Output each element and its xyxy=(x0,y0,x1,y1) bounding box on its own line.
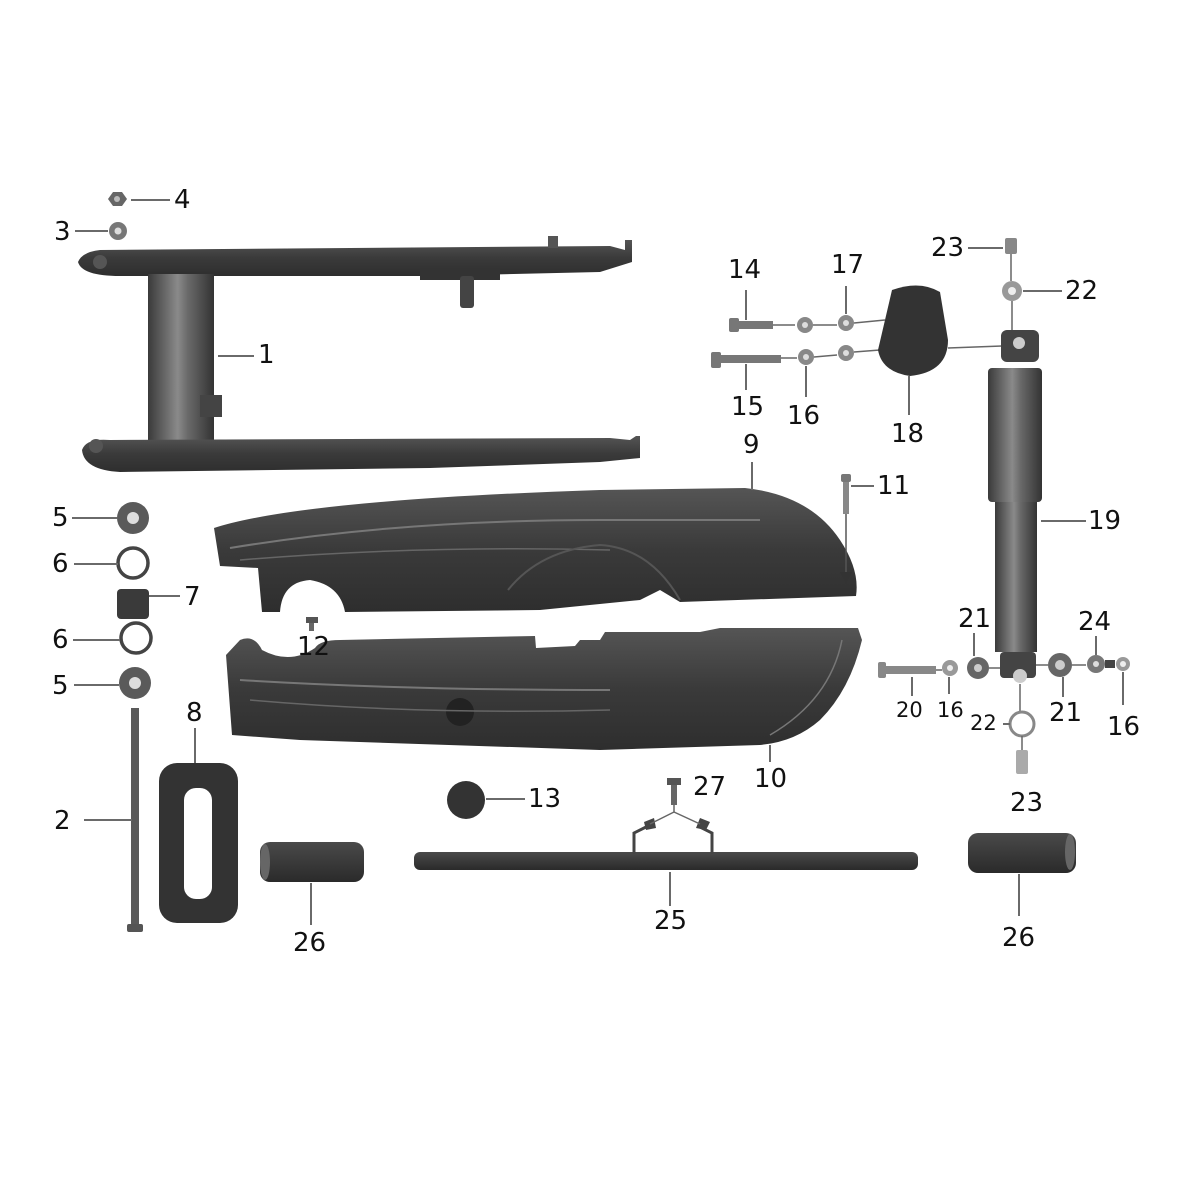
chain-guard-upper-part xyxy=(214,488,857,612)
footrest-rubber-left-part xyxy=(260,842,364,882)
washer-part xyxy=(109,222,127,240)
chain-guard-lower-part xyxy=(226,628,862,750)
callout-16-right: 16 xyxy=(1107,712,1141,742)
rubber-plug-part xyxy=(447,781,485,819)
callout-3: 3 xyxy=(54,217,71,247)
callout-17: 17 xyxy=(831,250,865,280)
screw-part xyxy=(840,474,852,584)
callout-5-upper: 5 xyxy=(52,503,69,533)
swing-arm-part xyxy=(78,236,640,472)
shock-absorber-part xyxy=(988,238,1042,774)
lower-mount-fasteners-part xyxy=(878,653,1130,679)
callout-24: 24 xyxy=(1078,607,1112,637)
footrest-bar-part xyxy=(414,811,918,870)
callout-16-mid: 16 xyxy=(937,698,964,722)
callout-5-lower: 5 xyxy=(52,671,69,701)
callout-21-right: 21 xyxy=(1049,698,1083,728)
bracket-fasteners-part xyxy=(711,285,1003,376)
callout-25: 25 xyxy=(654,906,688,936)
callout-20: 20 xyxy=(896,698,923,722)
callout-23-bottom: 23 xyxy=(1010,788,1044,818)
callout-10: 10 xyxy=(754,764,788,794)
callout-8: 8 xyxy=(186,698,203,728)
callout-11: 11 xyxy=(877,471,911,501)
callout-6-upper: 6 xyxy=(52,549,69,579)
bolt-part xyxy=(667,778,681,812)
callout-27: 27 xyxy=(693,772,727,802)
callout-18: 18 xyxy=(891,419,925,449)
callout-1: 1 xyxy=(258,340,275,370)
callout-12: 12 xyxy=(297,632,331,662)
pivot-bolt-part xyxy=(127,708,143,932)
callout-23-top: 23 xyxy=(931,233,965,263)
callout-26-right: 26 xyxy=(1002,923,1036,953)
callout-21-left: 21 xyxy=(958,604,992,634)
bushing-stack-part xyxy=(116,502,153,699)
callout-9: 9 xyxy=(743,430,760,460)
callout-4: 4 xyxy=(174,185,191,215)
callout-14: 14 xyxy=(728,255,762,285)
screw-small-part xyxy=(306,617,318,631)
nut-part xyxy=(108,192,127,206)
callout-22-bottom: 22 xyxy=(970,711,997,735)
callout-2: 2 xyxy=(54,806,71,836)
callout-16-upper: 16 xyxy=(787,401,821,431)
callout-19: 19 xyxy=(1088,506,1122,536)
callout-15: 15 xyxy=(731,392,765,422)
grommet-part xyxy=(159,763,238,923)
callout-7: 7 xyxy=(184,582,201,612)
callout-26-left: 26 xyxy=(293,928,327,958)
callout-13: 13 xyxy=(528,784,562,814)
callout-22-top: 22 xyxy=(1065,276,1099,306)
callout-6-lower: 6 xyxy=(52,625,69,655)
footrest-rubber-right-part xyxy=(968,833,1076,873)
